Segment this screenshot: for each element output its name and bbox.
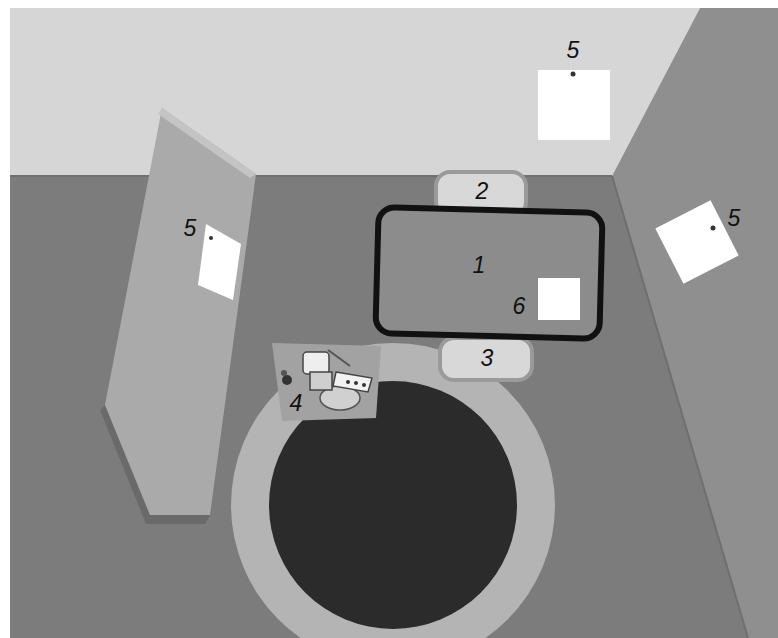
callout-number-holder: 3	[481, 347, 494, 370]
object	[362, 383, 366, 387]
callout-number-holder: 5	[728, 207, 741, 230]
callout-number: 4	[290, 390, 303, 416]
object	[354, 381, 358, 385]
paper-sheet	[538, 70, 610, 140]
paper-sheet	[198, 224, 241, 300]
object	[310, 372, 332, 390]
callout-number: 2	[476, 178, 489, 204]
paper-sheet	[655, 200, 738, 283]
pin	[571, 72, 576, 77]
callout-number: 3	[481, 345, 494, 371]
wall-corner	[612, 176, 748, 638]
side-table	[272, 343, 381, 421]
object	[282, 375, 292, 385]
callout-number: 1	[473, 252, 486, 278]
partition-wall	[105, 108, 256, 515]
callout-number-holder: 5	[184, 217, 197, 240]
callout-number-holder: 2	[476, 180, 489, 203]
callout-number-holder: 5	[567, 39, 580, 62]
callout-number: 6	[513, 293, 526, 319]
chair	[440, 338, 532, 380]
callout-number: 5	[567, 37, 580, 63]
side-wall	[612, 8, 778, 638]
callout-number-holder: 6	[513, 295, 526, 318]
partition-top	[158, 108, 256, 178]
callout-number: 5	[728, 205, 741, 231]
object	[328, 350, 350, 366]
callout-number: 5	[184, 215, 197, 241]
paper-group	[655, 200, 738, 283]
object	[281, 370, 287, 376]
table	[375, 207, 602, 339]
object	[303, 352, 329, 374]
paper-sheet	[538, 278, 580, 320]
callout-number-holder: 4	[290, 392, 303, 415]
back-wall	[10, 8, 700, 176]
pin	[711, 226, 716, 231]
object	[346, 380, 350, 384]
callout-number-holder: 1	[473, 254, 486, 277]
pin	[209, 236, 213, 240]
object	[333, 372, 372, 392]
rug-border	[231, 343, 555, 638]
